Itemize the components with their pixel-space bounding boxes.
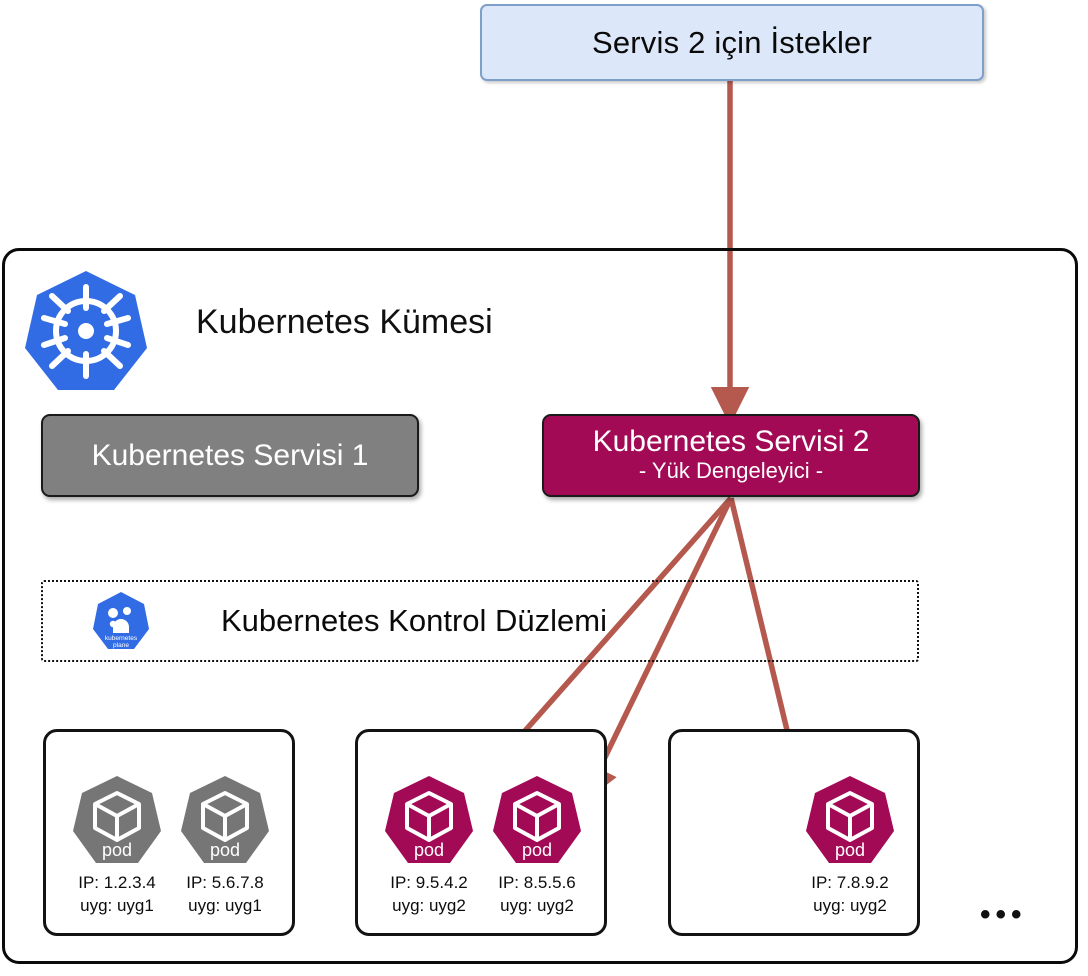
pod-slot[interactable]: pod IP: 5.6.7.8 uyg: uyg1 bbox=[172, 774, 278, 917]
kubernetes-cluster-frame bbox=[2, 248, 1078, 964]
kubernetes-control-plane-icon: kubernetes plane bbox=[91, 591, 151, 651]
pod-slot[interactable]: pod IP: 7.8.9.2 uyg: uyg2 bbox=[797, 774, 903, 917]
pod-ip: IP: 9.5.4.2 bbox=[390, 873, 468, 892]
pod-meta: IP: 1.2.3.4 uyg: uyg1 bbox=[64, 872, 170, 917]
overflow-ellipsis: ••• bbox=[980, 898, 1027, 931]
pod-label: pod bbox=[210, 840, 240, 860]
pod-meta: IP: 8.5.5.6 uyg: uyg2 bbox=[484, 872, 590, 917]
cp-icon-text-2: plane bbox=[113, 642, 129, 649]
pod-label: pod bbox=[414, 840, 444, 860]
kubernetes-service-2-box[interactable]: Kubernetes Servisi 2 - Yük Dengeleyici - bbox=[542, 414, 920, 497]
pod-app: uyg: uyg2 bbox=[392, 895, 466, 915]
pod-ip: IP: 1.2.3.4 bbox=[78, 873, 156, 892]
pod-app: uyg: uyg2 bbox=[500, 895, 574, 915]
kubernetes-control-plane-box[interactable]: kubernetes plane Kubernetes Kontrol Düzl… bbox=[41, 580, 919, 662]
pod-meta: IP: 9.5.4.2 uyg: uyg2 bbox=[376, 872, 482, 917]
service-1-title: Kubernetes Servisi 1 bbox=[91, 438, 369, 472]
pod-label: pod bbox=[835, 840, 865, 860]
kubernetes-service-1-box[interactable]: Kubernetes Servisi 1 bbox=[41, 414, 419, 497]
pod-slot[interactable]: pod IP: 8.5.5.6 uyg: uyg2 bbox=[484, 774, 590, 917]
kubernetes-wheel-icon bbox=[22, 268, 150, 396]
node-box[interactable]: pod IP: 1.2.3.4 uyg: uyg1 pod bbox=[43, 729, 295, 936]
pod-ip: IP: 7.8.9.2 bbox=[811, 873, 889, 892]
cluster-title: Kubernetes Kümesi bbox=[196, 303, 493, 341]
pod-app: uyg: uyg1 bbox=[80, 895, 154, 915]
pod-slot[interactable]: pod IP: 1.2.3.4 uyg: uyg1 bbox=[64, 774, 170, 917]
request-box[interactable]: Servis 2 için İstekler bbox=[480, 4, 984, 81]
node-box[interactable]: pod IP: 9.5.4.2 uyg: uyg2 pod bbox=[355, 729, 607, 936]
pod-meta: IP: 5.6.7.8 uyg: uyg1 bbox=[172, 872, 278, 917]
pod-label: pod bbox=[102, 840, 132, 860]
pod-app: uyg: uyg1 bbox=[188, 895, 262, 915]
pod-label: pod bbox=[522, 840, 552, 860]
service-2-title: Kubernetes Servisi 2 bbox=[592, 424, 870, 458]
pod-icon: pod bbox=[383, 774, 475, 866]
pod-ip: IP: 5.6.7.8 bbox=[186, 873, 264, 892]
node-box[interactable]: pod IP: 7.8.9.2 uyg: uyg2 bbox=[668, 729, 920, 936]
cp-icon-text-1: kubernetes bbox=[105, 635, 138, 642]
request-box-label: Servis 2 için İstekler bbox=[591, 24, 873, 60]
pod-icon: pod bbox=[71, 774, 163, 866]
service-2-subtitle: - Yük Dengeleyici - bbox=[638, 458, 824, 484]
pod-icon: pod bbox=[179, 774, 271, 866]
pod-icon: pod bbox=[804, 774, 896, 866]
pod-ip: IP: 8.5.5.6 bbox=[498, 873, 576, 892]
pod-slot[interactable]: pod IP: 9.5.4.2 uyg: uyg2 bbox=[376, 774, 482, 917]
pod-icon: pod bbox=[491, 774, 583, 866]
pod-meta: IP: 7.8.9.2 uyg: uyg2 bbox=[797, 872, 903, 917]
control-plane-title: Kubernetes Kontrol Düzlemi bbox=[221, 603, 607, 638]
pod-app: uyg: uyg2 bbox=[813, 895, 887, 915]
